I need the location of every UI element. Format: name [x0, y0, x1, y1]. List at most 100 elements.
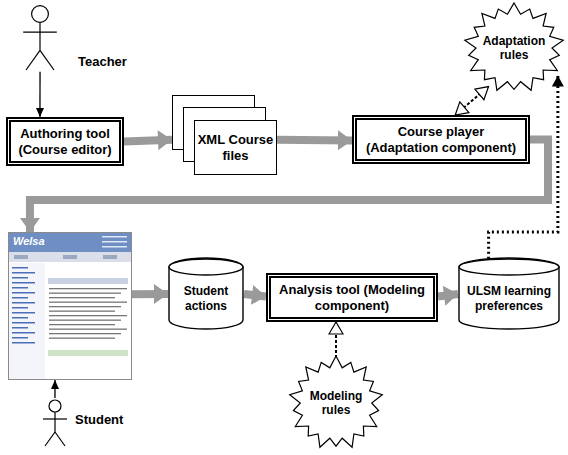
menu-item	[103, 255, 117, 259]
person-figure: Student	[20, 398, 130, 448]
use-arrow	[39, 72, 40, 117]
sidebar-link	[12, 277, 28, 279]
header-line	[102, 241, 127, 243]
cylinder-top	[169, 259, 243, 275]
node-label: Modeling rules	[304, 389, 367, 418]
component-box: Analysis tool (Modeling component)	[266, 273, 438, 322]
rule-arrow	[455, 87, 488, 115]
node-label: Analysis tool (Modeling component)	[275, 282, 429, 313]
figure-limb	[43, 418, 67, 419]
data-store: ULSM learning preferences	[458, 258, 560, 330]
content-footer-bar	[48, 350, 128, 356]
flow-arrow	[244, 294, 266, 297]
node-label: ULSM learning preferences	[462, 284, 556, 313]
cylinder-body	[169, 258, 243, 329]
sidebar-link	[12, 332, 35, 334]
sidebar-link	[12, 327, 28, 329]
content-line	[49, 293, 121, 294]
sidebar-link	[12, 297, 28, 299]
node-label: Adaptation rules	[480, 34, 547, 63]
document-stack: XML Course files	[172, 95, 277, 175]
sidebar-link	[12, 302, 35, 304]
sidebar-link	[12, 287, 28, 289]
node-label: Course player (Adaptation component)	[361, 124, 521, 155]
cylinder-text-area: ULSM learning preferences	[462, 276, 556, 321]
node-label: Authoring tool (Course editor)	[15, 126, 115, 157]
cylinder-text-area: Student actions	[172, 276, 240, 321]
sidebar-link	[12, 317, 28, 319]
content-line	[49, 302, 127, 303]
starburst-text-area: Adaptation rules	[480, 20, 547, 75]
starburst-outline	[290, 356, 383, 447]
screen-frame	[9, 233, 132, 380]
screen-header	[9, 233, 131, 252]
sidebar-link	[12, 312, 35, 314]
figure-limb	[45, 432, 55, 446]
figure-head	[32, 6, 49, 23]
starburst-outline	[465, 3, 563, 90]
sidebar-link	[12, 267, 28, 269]
rule-arrow	[335, 322, 337, 358]
person-figure: Teacher	[20, 2, 130, 74]
content-line	[49, 306, 121, 307]
content-line	[49, 315, 127, 316]
content-line	[49, 311, 115, 312]
document-text-area: XML Course files	[194, 120, 277, 175]
content-title-bar	[48, 278, 128, 284]
cylinder-body	[459, 258, 559, 329]
sidebar-link	[12, 307, 28, 309]
figure-head	[49, 400, 61, 412]
header-line	[102, 246, 127, 248]
screen-title: Welsa	[13, 235, 45, 248]
rules-starburst: Modeling rules	[288, 355, 384, 451]
figure-label-holder: Student	[75, 412, 123, 428]
node-label: XML Course files	[194, 132, 277, 163]
cylinder-top	[459, 259, 559, 275]
content-line	[49, 324, 115, 325]
sidebar-link	[12, 322, 35, 324]
use-arrow	[54, 380, 55, 398]
sidebar-link	[12, 282, 35, 284]
person-label: Student	[75, 412, 123, 428]
menu-item	[63, 255, 77, 259]
shape-outline	[8, 232, 132, 380]
figure-limb	[55, 432, 65, 446]
header-line	[102, 236, 127, 238]
content-line	[49, 329, 127, 330]
flow-arrow	[132, 290, 168, 298]
content-line	[49, 338, 115, 339]
menu-item	[14, 255, 28, 259]
person-label: Teacher	[78, 54, 127, 70]
content-line	[49, 288, 127, 289]
document-page	[195, 121, 277, 175]
node-label: Student actions	[172, 284, 240, 313]
component-box: Authoring tool (Course editor)	[6, 117, 124, 166]
figure-limb	[26, 50, 40, 70]
content-line	[49, 333, 121, 334]
figure-limb	[40, 50, 54, 70]
flow-arrow	[277, 136, 352, 145]
rule-arrow	[489, 76, 558, 259]
figure-limb	[23, 32, 57, 33]
sidebar-link	[12, 272, 35, 274]
sidebar-link	[12, 337, 28, 339]
sidebar-link	[12, 292, 35, 294]
content-line	[49, 297, 115, 298]
sidebar	[9, 263, 45, 379]
menu-bar	[9, 252, 131, 262]
content-line	[49, 320, 121, 321]
flow-arrow	[438, 294, 458, 297]
rules-starburst: Adaptation rules	[463, 2, 565, 94]
screen-shot: Welsa	[8, 232, 132, 380]
component-box: Course player (Adaptation component)	[352, 115, 530, 164]
sidebar-link	[12, 342, 35, 344]
screen-title-holder: Welsa	[13, 235, 45, 248]
starburst-text-area: Modeling rules	[304, 374, 367, 432]
figure-limb	[54, 412, 55, 432]
data-store: Student actions	[168, 258, 244, 330]
figure-label-holder: Teacher	[78, 54, 127, 70]
flow-arrow	[124, 140, 172, 142]
figure-limb	[39, 22, 40, 50]
